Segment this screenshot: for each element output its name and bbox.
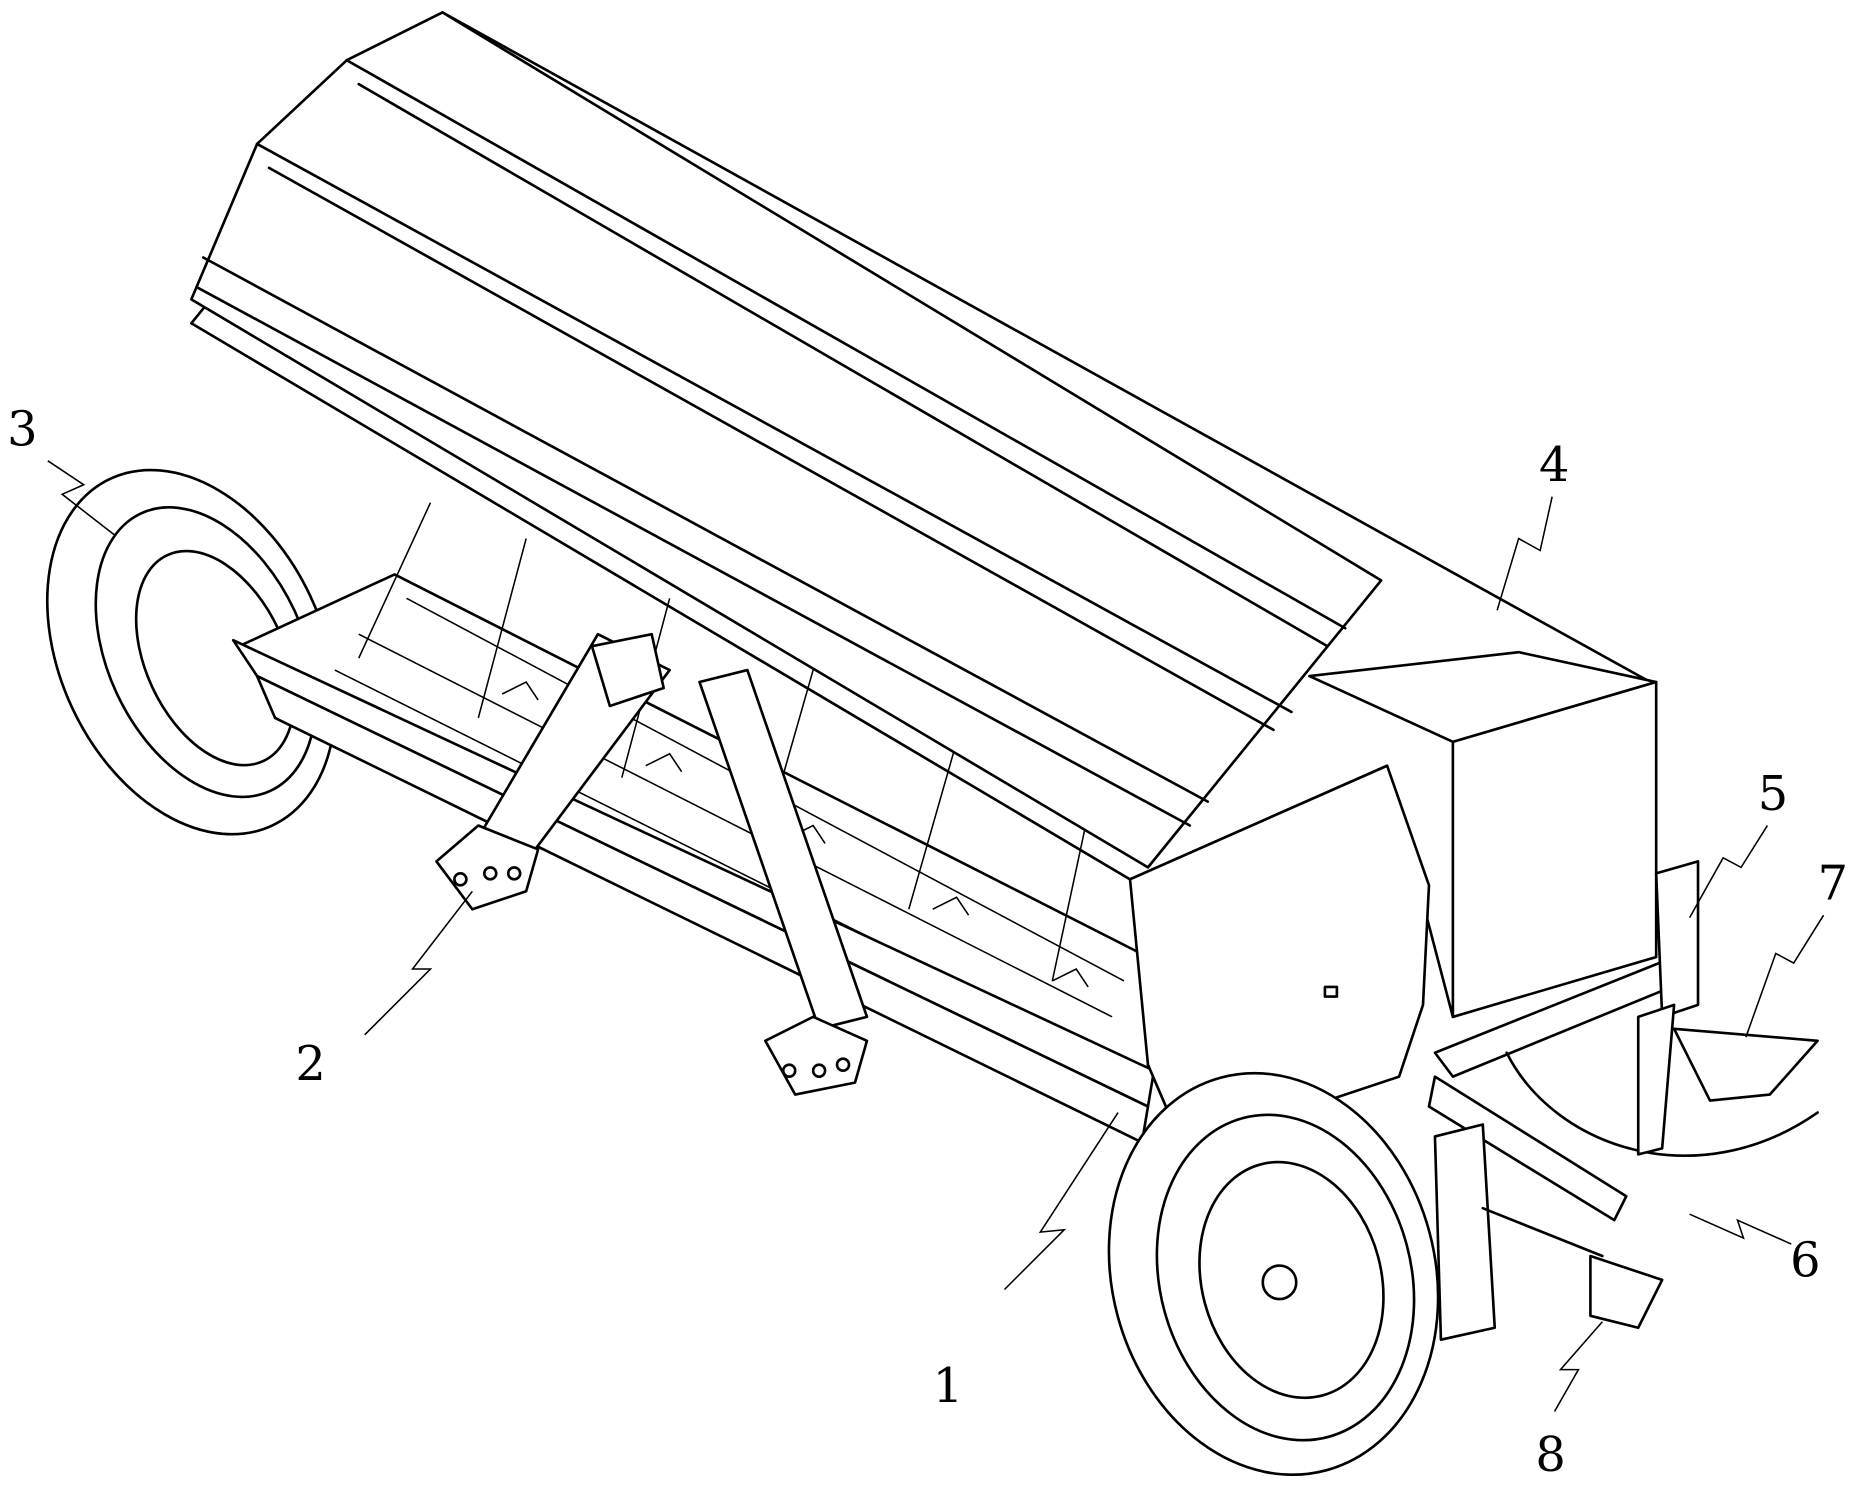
svg-text:6: 6	[1790, 1233, 1820, 1288]
seed-box	[1308, 650, 1658, 1019]
right-wheel	[1107, 1071, 1440, 1477]
label-6: 6	[1689, 1213, 1821, 1288]
svg-text:1: 1	[933, 1359, 963, 1414]
label-1: 1	[933, 1112, 1119, 1414]
svg-text:3: 3	[7, 402, 37, 457]
label-8: 8	[1535, 1321, 1603, 1483]
hitch-frame	[435, 632, 869, 1096]
svg-text:2: 2	[295, 1037, 325, 1092]
svg-text:8: 8	[1535, 1428, 1565, 1483]
label-2: 2	[295, 890, 473, 1092]
svg-text:4: 4	[1539, 438, 1569, 493]
svg-text:7: 7	[1818, 857, 1848, 912]
side-bolt-icon	[1323, 985, 1339, 998]
side-panel	[1128, 764, 1431, 1150]
hopper-lid	[190, 11, 1383, 869]
label-3: 3	[7, 402, 117, 537]
svg-text:5: 5	[1758, 767, 1788, 822]
rear-assembly	[1427, 860, 1819, 1342]
label-4: 4	[1496, 438, 1569, 611]
label-5: 5	[1688, 767, 1788, 918]
label-7: 7	[1745, 857, 1848, 1038]
